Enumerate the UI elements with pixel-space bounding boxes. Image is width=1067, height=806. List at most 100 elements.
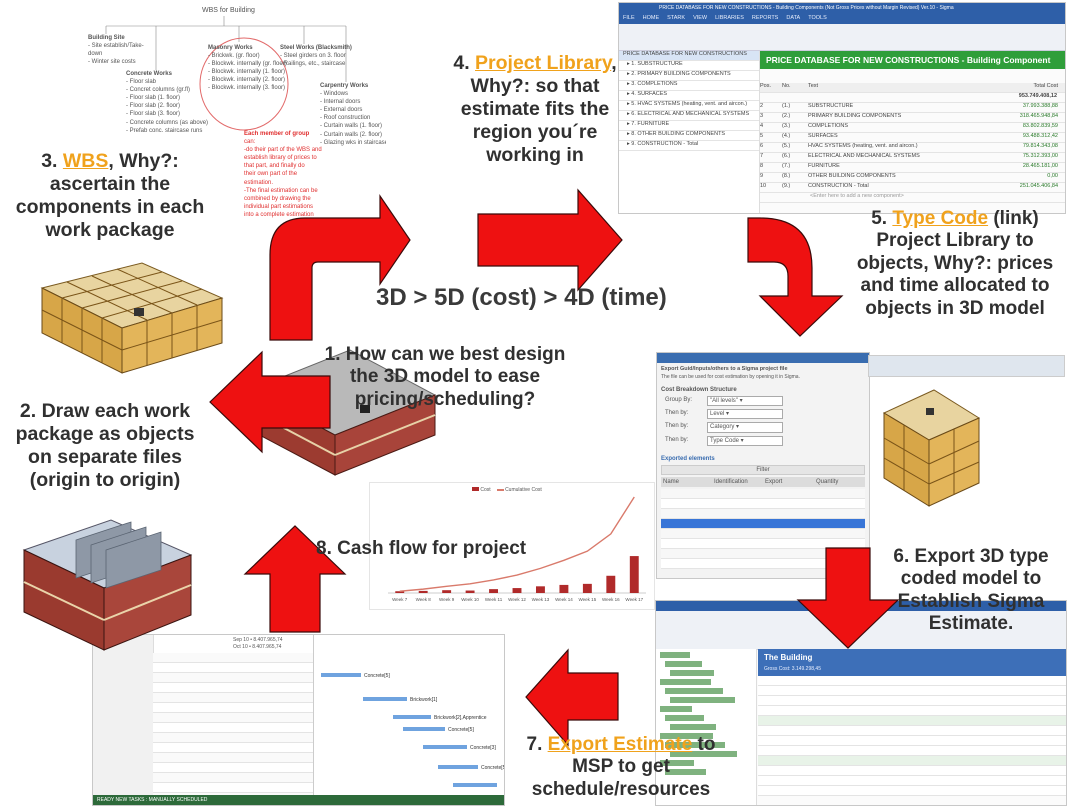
- menu-item-file[interactable]: FILE: [623, 15, 635, 21]
- sigma-tree-item[interactable]: [665, 742, 756, 748]
- typecode-column-header[interactable]: Export: [765, 478, 783, 485]
- library-tree-item[interactable]: ▸ 9. CONSTRUCTION - Total: [619, 141, 759, 151]
- gantt-task-row[interactable]: [153, 653, 313, 663]
- sigma-tree-item[interactable]: [660, 760, 756, 766]
- gantt-bar[interactable]: [363, 697, 407, 701]
- gantt-bar[interactable]: [321, 673, 361, 677]
- library-tree-item[interactable]: ▸ 6. ELECTRICAL AND MECHANICAL SYSTEMS: [619, 111, 759, 121]
- sigma-row[interactable]: [758, 785, 1066, 796]
- sigma-row[interactable]: [758, 745, 1066, 756]
- gantt-task-row[interactable]: [153, 743, 313, 753]
- sigma-row[interactable]: [758, 705, 1066, 716]
- library-tree-item[interactable]: ▸ 2. PRIMARY BUILDING COMPONENTS: [619, 71, 759, 81]
- gantt-task-row[interactable]: [153, 703, 313, 713]
- typecode-filter[interactable]: Filter: [661, 464, 865, 475]
- typecode-row[interactable]: [661, 528, 865, 539]
- library-column-header[interactable]: Total Cost: [1033, 83, 1058, 89]
- sigma-tree-item[interactable]: [665, 661, 756, 667]
- menu-item-tools[interactable]: TOOLS: [808, 15, 827, 21]
- typecode-row[interactable]: [661, 498, 865, 509]
- library-total-row[interactable]: 953.749.408,12: [760, 93, 1065, 103]
- typecode-column-header[interactable]: Identification: [714, 478, 748, 485]
- gantt-task-row[interactable]: [153, 773, 313, 783]
- sigma-row[interactable]: [758, 715, 1066, 726]
- sigma-tree-item[interactable]: [670, 724, 756, 730]
- library-row[interactable]: 6(5.)HVAC SYSTEMS (heating, vent. and ai…: [760, 143, 1065, 153]
- typecode-row[interactable]: [661, 488, 865, 499]
- library-column-header[interactable]: No.: [782, 83, 791, 89]
- menu-item-stark[interactable]: STARK: [667, 15, 686, 21]
- library-add-row[interactable]: <Enter here to add a new component>: [760, 193, 1065, 203]
- gantt-task-row[interactable]: [153, 683, 313, 693]
- library-tree-item[interactable]: ▸ 1. SUBSTRUCTURE: [619, 61, 759, 71]
- menu-item-data[interactable]: DATA: [786, 15, 801, 21]
- gantt-task-row[interactable]: [153, 763, 313, 773]
- typecode-row[interactable]: [661, 518, 865, 529]
- typecode-group-select[interactable]: Type Code ▾: [707, 435, 783, 446]
- sigma-row[interactable]: [758, 765, 1066, 776]
- gantt-bar[interactable]: [453, 783, 497, 787]
- step3-link[interactable]: WBS: [62, 150, 109, 172]
- sigma-tree-item[interactable]: [665, 715, 756, 721]
- gantt-bar[interactable]: [403, 727, 445, 731]
- typecode-row[interactable]: [661, 508, 865, 519]
- typecode-column-header[interactable]: Name: [663, 478, 680, 485]
- typecode-row[interactable]: [661, 538, 865, 549]
- gantt-task-row[interactable]: [153, 713, 313, 723]
- menu-item-reports[interactable]: REPORTS: [751, 15, 779, 21]
- library-column-header[interactable]: Text: [808, 83, 819, 89]
- menu-item-home[interactable]: HOME: [642, 15, 660, 21]
- typecode-column-header[interactable]: Quantity: [816, 478, 839, 485]
- sigma-tree-item[interactable]: [670, 697, 756, 703]
- sigma-tree-item[interactable]: [665, 688, 756, 694]
- typecode-row[interactable]: [661, 548, 865, 559]
- typecode-group-select[interactable]: "All levels" ▾: [707, 396, 783, 407]
- library-tree-item[interactable]: ▸ 8. OTHER BUILDING COMPONENTS: [619, 131, 759, 141]
- library-column-header[interactable]: Pos.: [760, 83, 772, 89]
- gantt-task-row[interactable]: [153, 753, 313, 763]
- sigma-row[interactable]: [758, 735, 1066, 746]
- gantt-task-row[interactable]: [153, 663, 313, 673]
- library-tree-item[interactable]: ▸ 7. FURNITURE: [619, 121, 759, 131]
- sigma-tree-item[interactable]: [670, 751, 756, 757]
- typecode-group-select[interactable]: Level ▾: [707, 409, 783, 420]
- gantt-task-row[interactable]: [153, 733, 313, 743]
- typecode-row[interactable]: [661, 558, 865, 569]
- gantt-bar[interactable]: [438, 765, 478, 769]
- step4-link[interactable]: Project Library: [475, 52, 612, 74]
- sigma-row[interactable]: [758, 775, 1066, 786]
- menu-item-view[interactable]: VIEW: [693, 15, 708, 21]
- library-tree-item[interactable]: ▸ 5. HVAC SYSTEMS (heating, vent. and ai…: [619, 101, 759, 111]
- gantt-task-row[interactable]: [153, 693, 313, 703]
- sigma-row[interactable]: [758, 695, 1066, 706]
- sigma-row[interactable]: [758, 685, 1066, 696]
- sigma-tree-item[interactable]: [665, 769, 756, 775]
- typecode-group-select[interactable]: Category ▾: [707, 422, 783, 433]
- gantt-bar[interactable]: [393, 715, 431, 719]
- sigma-row[interactable]: [758, 675, 1066, 686]
- sigma-row[interactable]: [758, 725, 1066, 736]
- library-tree-item[interactable]: ▸ 4. SURFACES: [619, 91, 759, 101]
- step7-link[interactable]: Export Estimate: [547, 734, 693, 755]
- gantt-task-row[interactable]: [153, 783, 313, 793]
- sigma-tree-item[interactable]: [670, 670, 756, 676]
- library-tree-root[interactable]: PRICE DATABASE FOR NEW CONSTRUCTIONS: [619, 51, 759, 61]
- gantt-task-row[interactable]: [153, 723, 313, 733]
- gantt-task-row[interactable]: [153, 673, 313, 683]
- menu-item-libraries[interactable]: LIBRARIES: [715, 15, 744, 21]
- sigma-tree-item[interactable]: [660, 733, 756, 739]
- gantt-bar[interactable]: [423, 745, 467, 749]
- sigma-tree-item[interactable]: [660, 706, 756, 712]
- sigma-tree-item[interactable]: [660, 652, 756, 658]
- library-tree-item[interactable]: ▸ 3. COMPLETIONS: [619, 81, 759, 91]
- sigma-tree-item[interactable]: [660, 679, 756, 685]
- step5-link[interactable]: Type Code: [892, 208, 989, 229]
